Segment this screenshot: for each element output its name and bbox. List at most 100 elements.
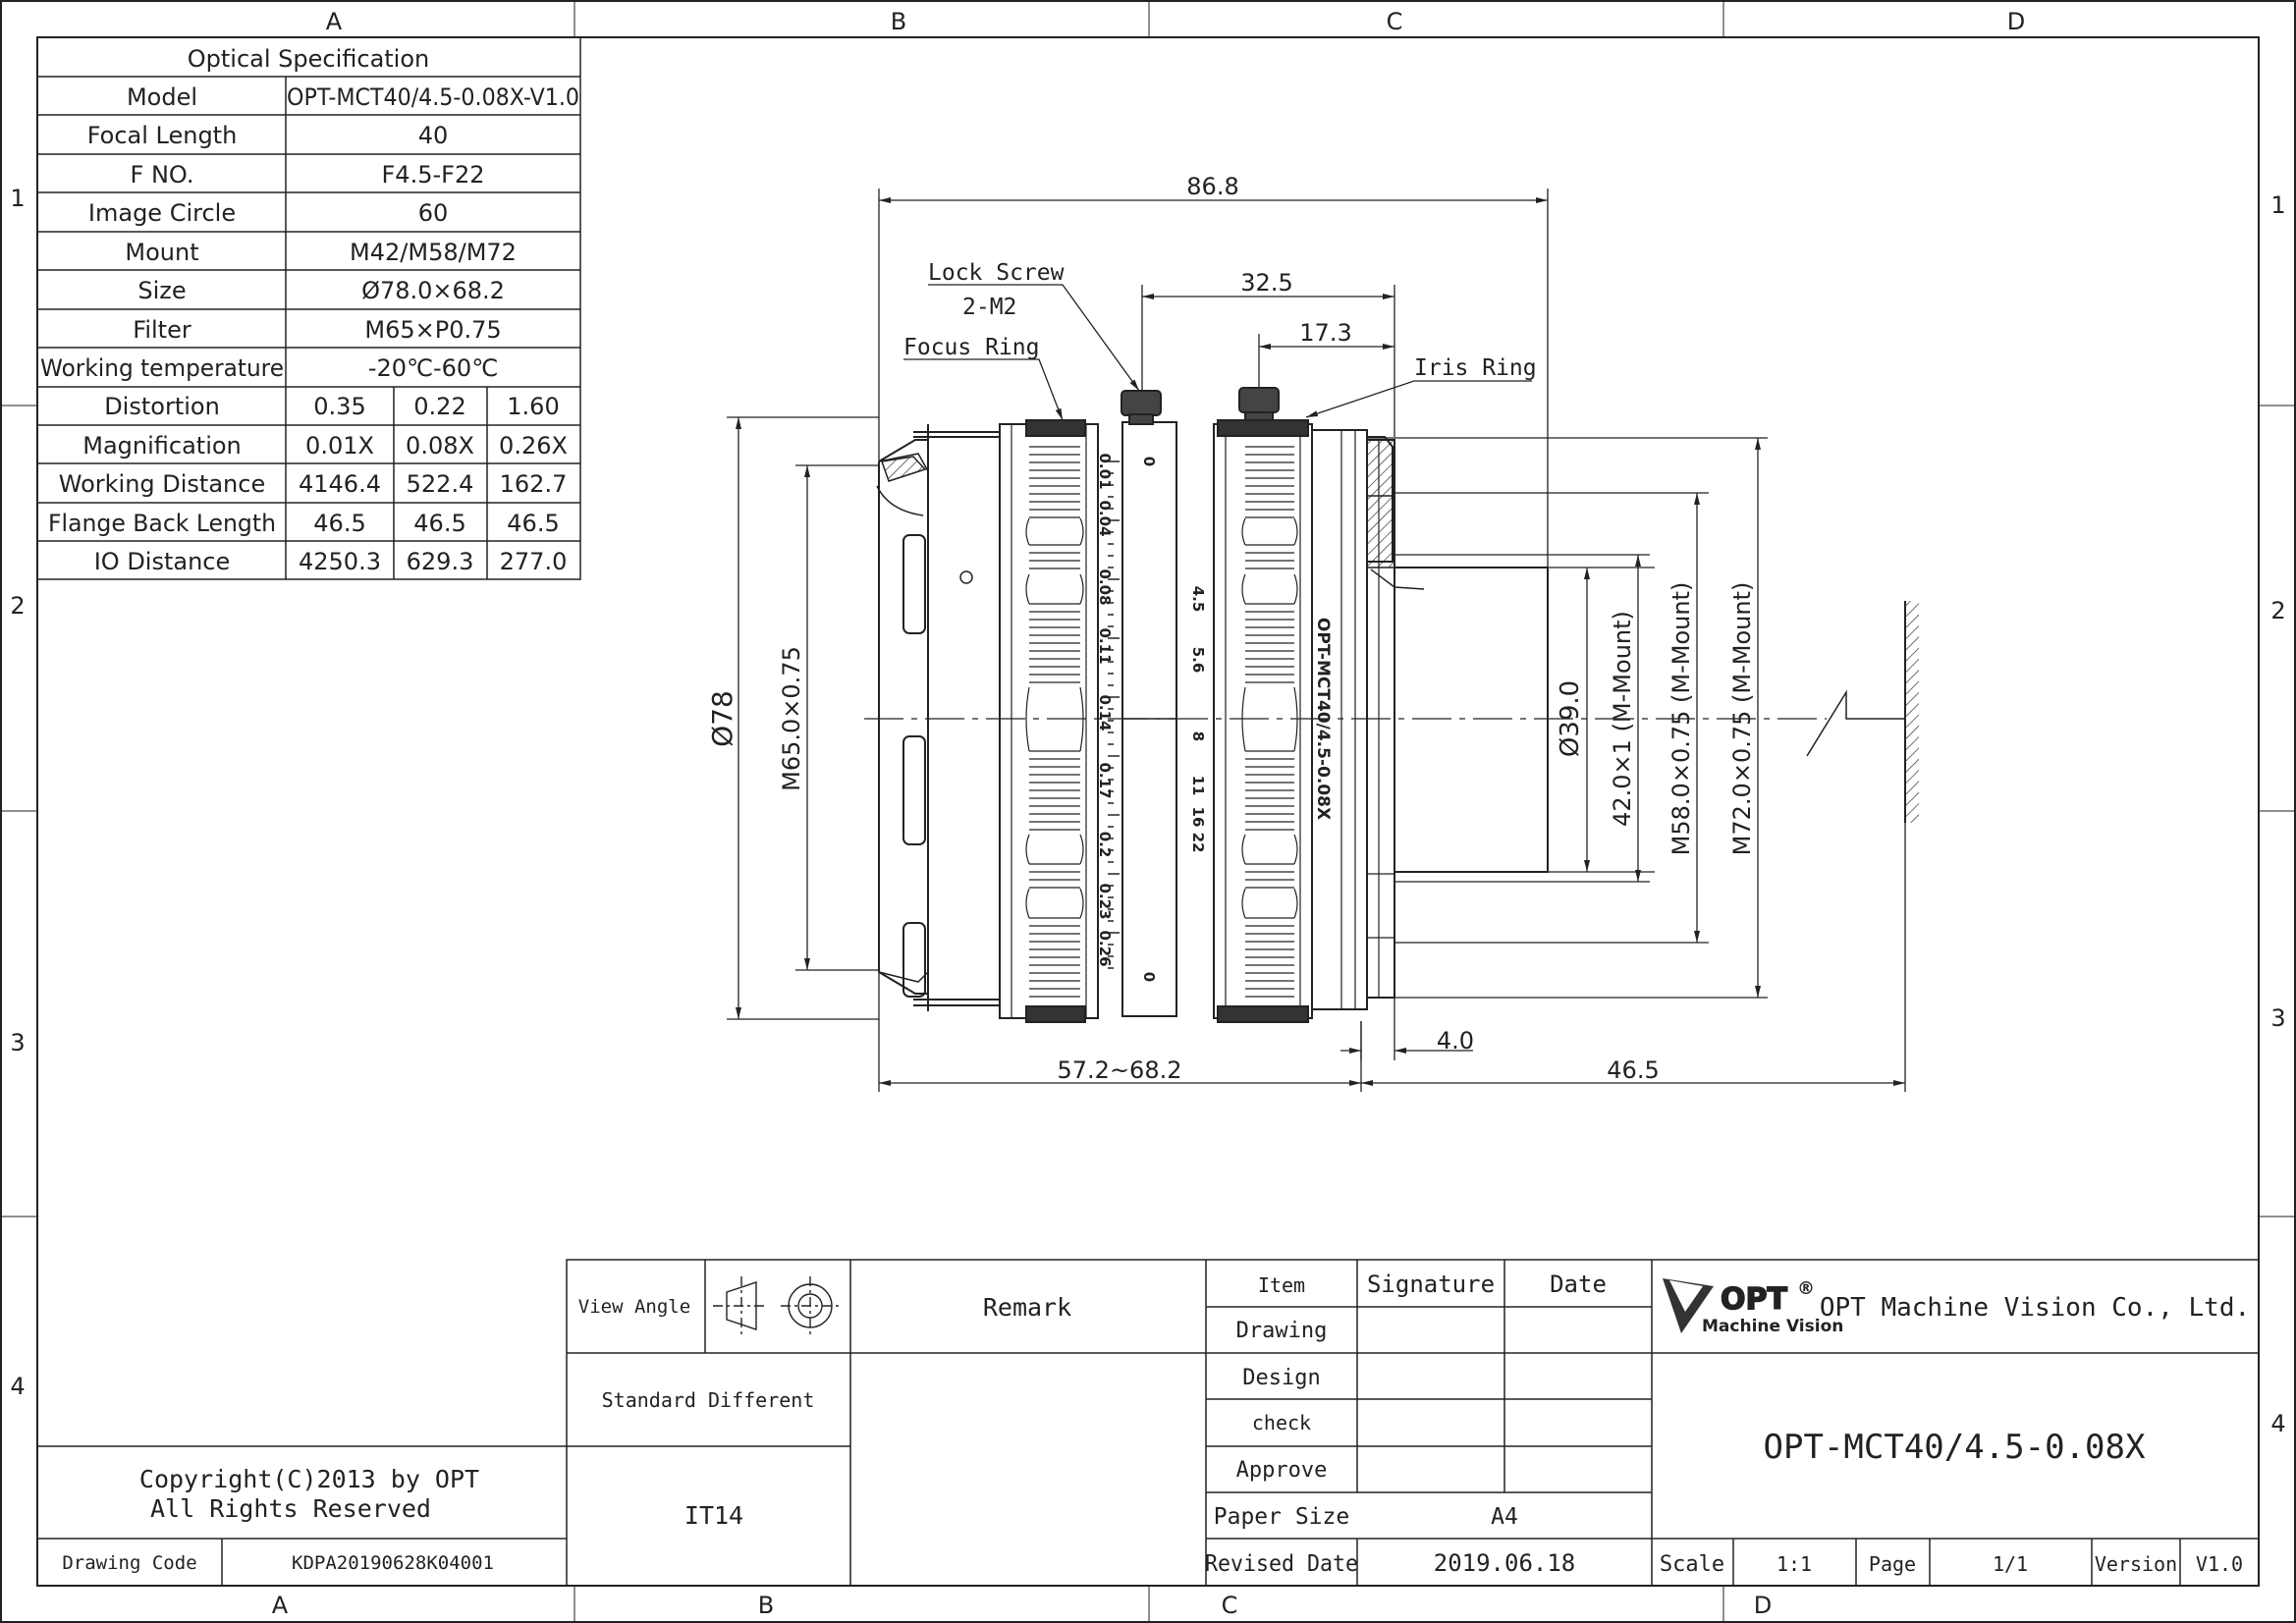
focus-scale-3: 0.11 (1096, 627, 1114, 664)
iris-knurl-groove-55 (1241, 888, 1298, 919)
logo-registered: ® (1797, 1278, 1815, 1299)
spec-magnification-1: 0.01X (305, 432, 374, 460)
spec-value-focal-length: 40 (418, 122, 449, 149)
spec-io-distance-1: 4250.3 (299, 548, 381, 575)
spec-value-size: Ø78.0×68.2 (361, 277, 505, 304)
item-header: Item (1258, 1273, 1305, 1297)
focus-knurl-groove-52 (1025, 573, 1084, 605)
front-thread-section (878, 453, 929, 983)
focus-scale-2: 0.08 (1096, 568, 1114, 605)
row-label-right-2: 2 (2270, 597, 2285, 624)
dim-m72: M72.0×0.75 (M-Mount) (1728, 582, 1756, 856)
focus-ring-grip-bottom (1025, 1005, 1086, 1023)
f-scale-1: 5.6 (1189, 647, 1207, 674)
focus-scale-8: 0.26 (1096, 930, 1114, 966)
projection-symbol (713, 1276, 840, 1335)
paper-size-value: A4 (1491, 1504, 1518, 1530)
front-mark-dot (959, 570, 973, 584)
col-label-top-c: C (1387, 8, 1403, 35)
standard-label: Standard Different (602, 1388, 815, 1412)
view-angle-label: View Angle (578, 1296, 690, 1318)
callout-focus-ring: Focus Ring (903, 335, 1039, 360)
spec-value-image-circle: 60 (418, 199, 449, 227)
revised-date-value: 2019.06.18 (1434, 1549, 1576, 1577)
iris-ring-grip-top (1217, 419, 1309, 437)
version-value: V1.0 (2196, 1552, 2243, 1576)
iris-knurl-groove-51 (1241, 517, 1298, 546)
focus-scale-0: 0.01 (1096, 453, 1114, 489)
approve-row-label: Approve (1236, 1458, 1328, 1483)
col-label-top-d: D (2007, 8, 2025, 35)
row-label-right-4: 4 (2270, 1410, 2285, 1437)
logo-wordmark: OPT (1721, 1282, 1787, 1317)
lock-screw-leader (928, 284, 1140, 392)
spec-value-fno: F4.5-F22 (382, 161, 485, 189)
row-label-right-3: 3 (2270, 1004, 2285, 1032)
scale-value: 1:1 (1777, 1552, 1812, 1576)
iris-knurl-groove-52 (1241, 573, 1298, 605)
spec-distortion-1: 0.35 (313, 393, 365, 420)
break-symbol (1806, 689, 1905, 757)
f-scale-3: 11 (1189, 776, 1207, 796)
spec-flange-back-1: 46.5 (313, 510, 365, 537)
front-bezel (878, 439, 928, 995)
remark-label: Remark (983, 1293, 1071, 1322)
spec-working-distance-2: 522.4 (407, 470, 474, 498)
dim-m42: 42.0×1 (M-Mount) (1609, 611, 1636, 827)
row-label-left-3: 3 (10, 1029, 25, 1056)
revised-date-label: Revised Date (1205, 1551, 1358, 1577)
focus-scale-7: 0.23 (1096, 883, 1114, 919)
date-header: Date (1550, 1271, 1607, 1298)
col-label-top-b: B (891, 8, 906, 35)
collar-zero-bottom: 0 (1140, 972, 1158, 982)
spec-magnification-2: 0.08X (406, 432, 474, 460)
row-label-left-4: 4 (10, 1373, 25, 1400)
front-slot-bottom (902, 922, 926, 998)
rear-barrel (1394, 567, 1549, 873)
paper-size-label: Paper Size (1214, 1504, 1349, 1530)
title-block (37, 1259, 2260, 1587)
signature-header: Signature (1367, 1271, 1495, 1298)
spec-label-working-distance: Working Distance (59, 470, 265, 498)
row-label-left-1: 1 (10, 185, 25, 212)
spec-label-fno: F NO. (131, 161, 194, 189)
spec-label-focal-length: Focal Length (87, 122, 238, 149)
f-scale-0: 4.5 (1189, 586, 1207, 613)
dim-17-3: 17.3 (1299, 319, 1351, 347)
focus-ring-leader (903, 358, 1064, 421)
col-label-bottom-a: A (272, 1592, 289, 1619)
part-number: OPT-MCT40/4.5-0.08X (1764, 1428, 2146, 1467)
dim-32-5: 32.5 (1240, 269, 1292, 297)
f-scale-4: 16 22 (1189, 807, 1207, 853)
col-label-top-a: A (326, 8, 343, 35)
spec-label-magnification: Magnification (82, 432, 242, 460)
spec-label-model: Model (127, 83, 197, 111)
spec-flange-back-3: 46.5 (507, 510, 559, 537)
version-label: Version (2095, 1552, 2177, 1576)
iris-ring-knurl (1241, 446, 1298, 998)
dim-dia-39: Ø39.0 (1556, 680, 1585, 757)
spec-label-size: Size (137, 277, 186, 304)
dimension-lines (727, 189, 1906, 1092)
iris-ring-grip-bottom (1217, 1005, 1309, 1023)
focus-knurl-groove-55 (1025, 888, 1084, 919)
design-row-label: Design (1242, 1366, 1320, 1390)
col-label-bottom-d: D (1754, 1592, 1772, 1619)
spec-label-io-distance: IO Distance (94, 548, 231, 575)
spec-label-mount: Mount (125, 239, 198, 266)
lens-side-view (864, 387, 1919, 1023)
spec-value-working-temperature: -20℃-60℃ (368, 354, 498, 382)
col-label-bottom-c: C (1222, 1592, 1238, 1619)
mount-cap (1367, 436, 1394, 563)
scale-label: Scale (1660, 1552, 1724, 1577)
frame-labels: A B C D A B C D 1 2 3 4 1 2 3 4 (10, 8, 2285, 1619)
dim-overall-length: 86.8 (1186, 173, 1238, 200)
spec-distortion-2: 0.22 (413, 393, 465, 420)
drawing-code-value: KDPA20190628K04001 (292, 1552, 494, 1574)
spec-value-filter: M65×P0.75 (364, 316, 501, 344)
focus-scale-6: 0.2 (1096, 832, 1114, 858)
spec-io-distance-3: 277.0 (500, 548, 568, 575)
page-label: Page (1869, 1552, 1916, 1576)
